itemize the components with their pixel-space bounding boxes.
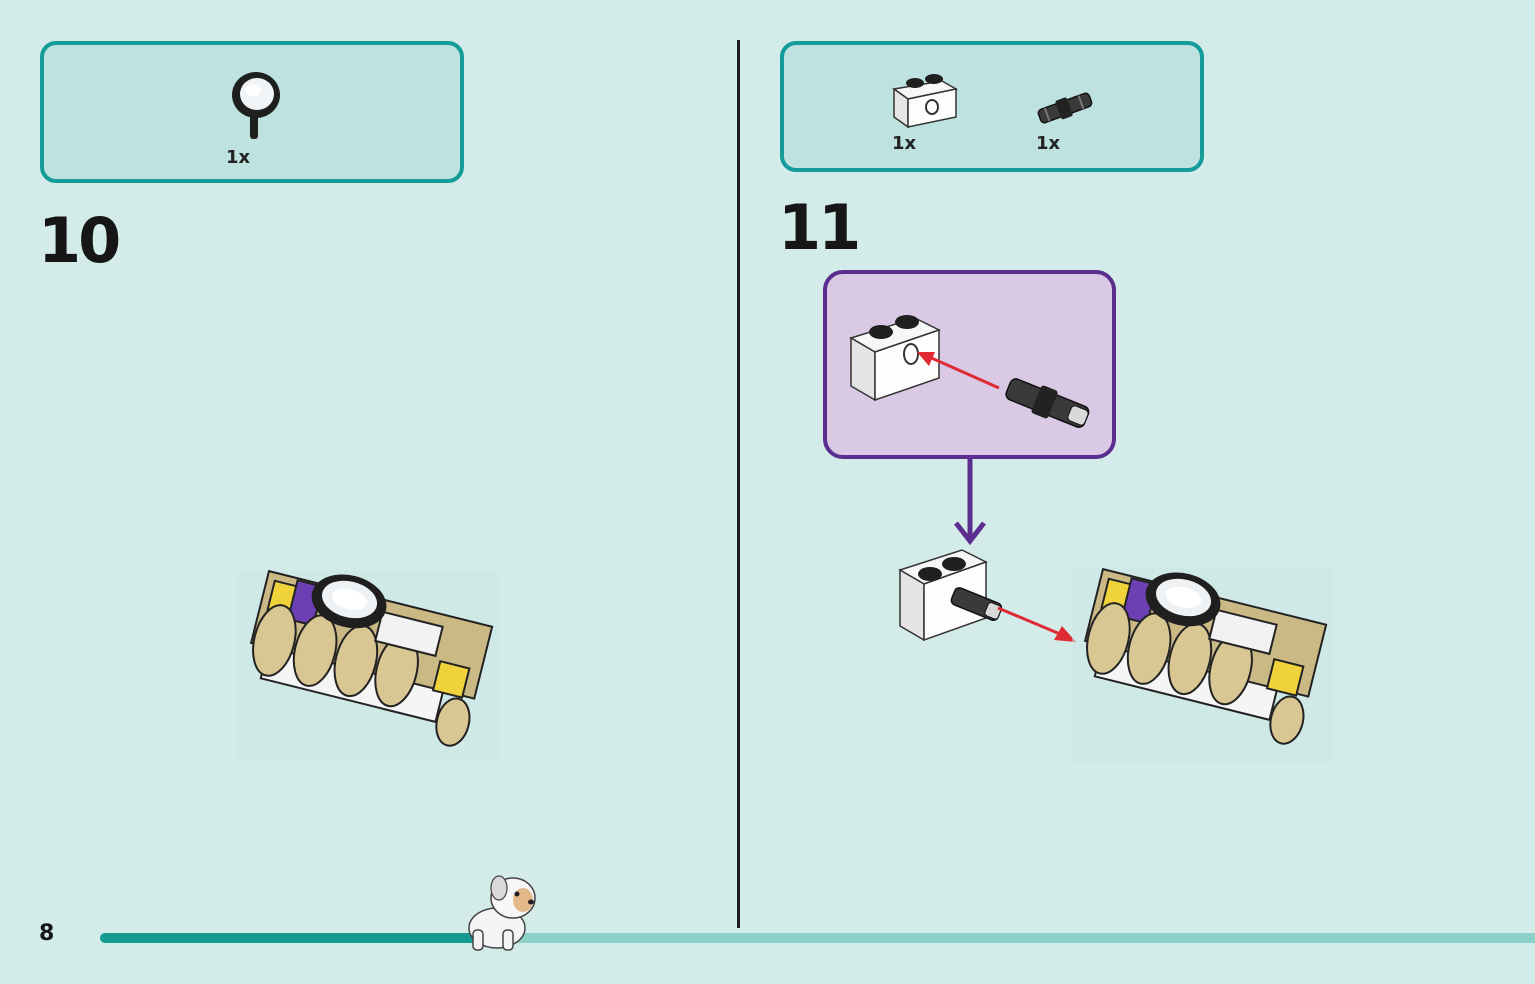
insertion-arrow [997,606,1076,642]
assembly-step-10 [238,569,498,760]
puppy-mascot-icon [468,875,536,951]
callout-arrow [954,459,986,546]
page-divider [737,40,740,928]
technic-brick-icon [892,74,959,129]
step-number: 11 [778,191,861,264]
page-number: 8 [39,921,55,946]
progress-bar [100,933,1535,943]
brick-with-pin [898,549,1003,642]
magnifying-glass-icon [232,72,280,139]
technic-pin-icon [1037,92,1093,124]
parts-list-step-11: 1x 1x [780,41,1204,172]
part-quantity: 1x [1036,133,1061,154]
parts-list-step-10: 1x [40,41,464,183]
assembly-step-11 [1072,567,1334,762]
sub-assembly-callout [823,270,1116,459]
part-quantity: 1x [226,147,251,168]
step-number: 10 [38,204,121,277]
sub-assembly-diagram [849,315,1090,428]
progress-fill [100,933,487,943]
part-quantity: 1x [892,133,917,154]
